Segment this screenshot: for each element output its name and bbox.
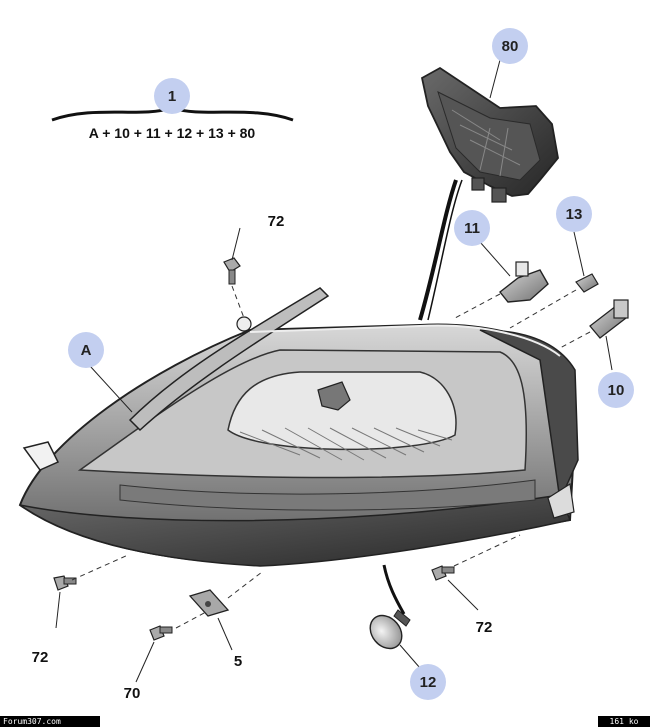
- label-5: 5: [234, 653, 242, 670]
- leader-lines: [55, 59, 613, 683]
- screw-72-top: [223, 257, 241, 285]
- footer-source: Forum307.com: [0, 716, 100, 727]
- screw-70: [149, 625, 173, 641]
- screw-72-left: [53, 575, 77, 591]
- svg-text:13: 13: [566, 206, 583, 223]
- callout-12: 12: [410, 664, 446, 700]
- callout-10: 10: [598, 372, 634, 408]
- svg-text:11: 11: [464, 220, 480, 237]
- bulb-13: [575, 273, 599, 293]
- bulb-11: [499, 261, 549, 303]
- rear-cover-cable: [418, 179, 458, 321]
- bulb-12: [369, 609, 411, 650]
- bulb-12-cable: [382, 564, 406, 615]
- headlamp-housing: [18, 287, 579, 567]
- bulb-10: [589, 299, 629, 339]
- screw-72-right: [431, 565, 455, 581]
- callout-A: A: [68, 332, 104, 368]
- label-72-top: 72: [268, 213, 285, 230]
- callout-80: 80: [492, 28, 528, 64]
- svg-text:A: A: [81, 342, 92, 359]
- assembly-formula: A + 10 + 11 + 12 + 13 + 80: [89, 125, 256, 141]
- svg-text:10: 10: [608, 382, 625, 399]
- label-72-left: 72: [32, 649, 49, 666]
- footer-size: 161 ko: [598, 716, 650, 727]
- callout-1: 1: [154, 78, 190, 114]
- assembly-dashed-lines: [71, 285, 591, 629]
- reflector-facets: [239, 427, 453, 461]
- callout-11: 11: [454, 210, 490, 246]
- label-72-right: 72: [476, 619, 493, 636]
- svg-text:1: 1: [168, 88, 176, 105]
- svg-text:12: 12: [420, 674, 437, 691]
- svg-text:80: 80: [502, 38, 519, 55]
- callout-13: 13: [556, 196, 592, 232]
- clip-5: [188, 589, 230, 617]
- rear-cover: [420, 66, 559, 203]
- label-70: 70: [124, 685, 141, 702]
